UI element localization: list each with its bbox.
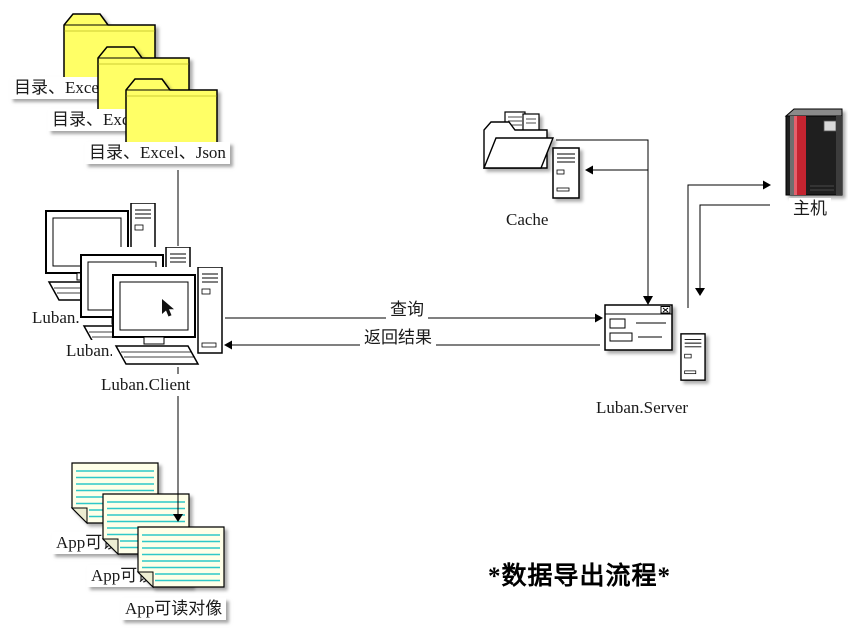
host-label: 主机 — [789, 198, 831, 220]
workstation-icon — [112, 267, 224, 367]
server-window-icon — [604, 304, 674, 352]
diagram-title: *数据导出流程* — [488, 563, 672, 590]
edge-host-to-server — [695, 204, 770, 296]
host-mainframe-icon — [782, 106, 846, 198]
app-object-document-icon — [136, 525, 226, 589]
query-label: 查询 — [386, 299, 428, 321]
cache-folder-icon — [481, 110, 555, 170]
cache-label: Cache — [502, 209, 553, 231]
result-label: 返回结果 — [360, 327, 436, 349]
app-doc-label: App可读对像 — [121, 598, 227, 620]
config-folder-label: 目录、Excel、Json — [85, 142, 230, 164]
edge-server-to-host — [687, 180, 771, 308]
edge-server-to-cache — [585, 165, 648, 175]
cursor-icon — [162, 299, 174, 317]
config-folder-icon — [124, 73, 219, 151]
cache-tower-icon — [551, 146, 581, 200]
client-label: Luban.Client — [97, 374, 195, 396]
server-label: Luban.Server — [592, 397, 693, 419]
server-tower-icon — [679, 332, 707, 382]
